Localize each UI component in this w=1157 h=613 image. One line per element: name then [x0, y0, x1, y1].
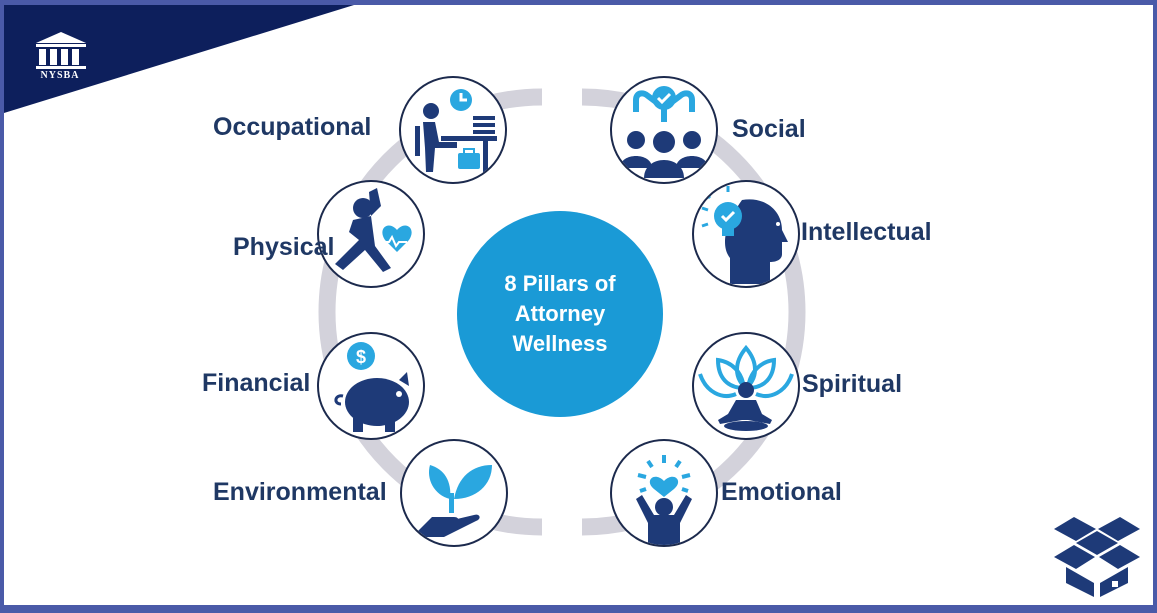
pillar-intellectual-circle	[692, 180, 800, 288]
pillar-occupational-circle	[399, 76, 507, 184]
slide: NYSBA 8 Pillars of Attorney Wellness	[4, 5, 1153, 605]
pillar-physical-circle	[317, 180, 425, 288]
logo-text: NYSBA	[40, 70, 80, 81]
pillar-label-physical: Physical	[233, 233, 335, 261]
group-people-icon	[620, 86, 708, 178]
piggy-bank-icon: $	[334, 342, 409, 432]
pillar-spiritual-circle	[692, 332, 800, 440]
courthouse-icon	[36, 32, 86, 69]
desk-worker-icon	[415, 89, 497, 173]
pillar-environmental-circle	[400, 439, 508, 547]
center-title-circle: 8 Pillars of Attorney Wellness	[457, 211, 663, 417]
svg-text:$: $	[356, 347, 366, 367]
header-banner	[4, 5, 354, 113]
pillar-label-intellectual: Intellectual	[801, 218, 932, 246]
pillar-financial-circle: $	[317, 332, 425, 440]
exercise-heart-icon	[335, 188, 412, 272]
pillar-social-circle	[610, 76, 718, 184]
hand-plant-icon	[416, 465, 492, 537]
pillar-label-financial: Financial	[202, 369, 311, 397]
person-heart-icon	[636, 455, 692, 545]
center-title: 8 Pillars of Attorney Wellness	[504, 271, 616, 356]
pillar-label-occupational: Occupational	[213, 113, 372, 141]
head-lightbulb-icon	[701, 186, 788, 284]
pillar-label-emotional: Emotional	[721, 478, 842, 506]
pillar-label-environmental: Environmental	[213, 478, 387, 506]
open-box-icon	[1054, 517, 1140, 597]
pillar-label-social: Social	[732, 115, 806, 143]
pillar-emotional-circle	[610, 439, 718, 547]
pillar-label-spiritual: Spiritual	[802, 370, 903, 398]
lotus-meditation-icon	[698, 344, 794, 431]
